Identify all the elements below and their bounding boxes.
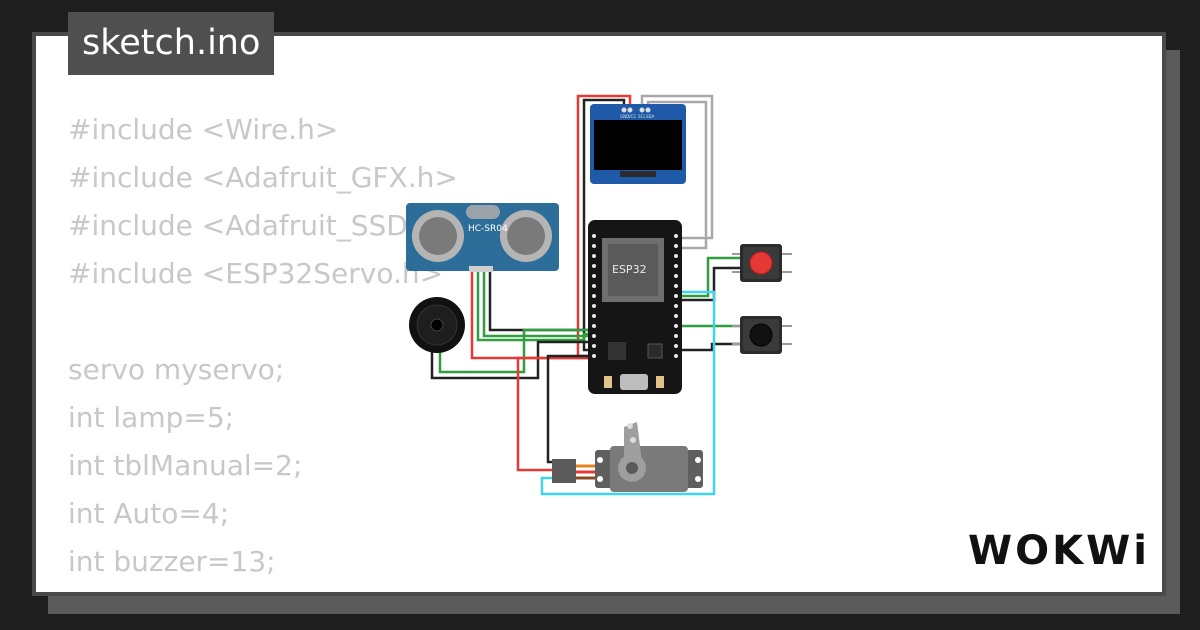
ultrasonic-label: HC-SR04 (468, 224, 508, 234)
wire-buzzer-neg (430, 340, 598, 380)
button-black[interactable] (732, 316, 792, 354)
code-line: int tblManual=2; (68, 449, 303, 482)
oled-display[interactable]: GND VCC SCL SDA (590, 104, 686, 184)
wire-hc-gnd (488, 268, 596, 332)
esp32-right-pins (674, 234, 678, 358)
code-line: #include <Wire.h> (68, 113, 339, 146)
project-title: sketch.ino (68, 12, 275, 75)
wire-hc-echo (482, 268, 598, 338)
code-line: int buzzer=13; (68, 545, 276, 578)
ultrasonic-sensor[interactable]: HC-SR04 (406, 203, 559, 272)
code-line: int lamp=5; (68, 401, 235, 434)
wire-servo-gnd (546, 354, 590, 464)
esp32-board[interactable]: ESP32 (588, 220, 682, 394)
esp32-label: ESP32 (612, 263, 647, 276)
wire-btn-red-gnd (680, 266, 742, 302)
oled-pin-gnd: GND (620, 114, 629, 119)
wires (430, 94, 742, 496)
wire-buzzer-pos (438, 328, 598, 374)
code-line: #include <Adafruit_GFX.h> (68, 161, 458, 194)
button-red[interactable] (732, 244, 792, 282)
oled-pin-sda: SDA (646, 114, 655, 119)
wire-btn-black-gnd (680, 342, 742, 352)
wire-oled-scl (640, 94, 714, 240)
esp32-left-pins (592, 234, 596, 358)
code-line: servo myservo; (68, 353, 285, 386)
wire-servo-vcc (516, 356, 598, 472)
code-line: #include <ESP32Servo.h> (68, 257, 444, 290)
oled-pin-vcc: VCC (628, 114, 637, 119)
oled-pin-scl: SCL (638, 114, 646, 119)
wire-btn-red (680, 256, 742, 298)
buzzer[interactable] (409, 297, 465, 353)
servo-motor[interactable] (552, 422, 703, 492)
code-line: int Auto=4; (68, 497, 230, 530)
wire-servo-signal (540, 290, 716, 496)
wokwi-logo: WOKWi (968, 528, 1150, 574)
